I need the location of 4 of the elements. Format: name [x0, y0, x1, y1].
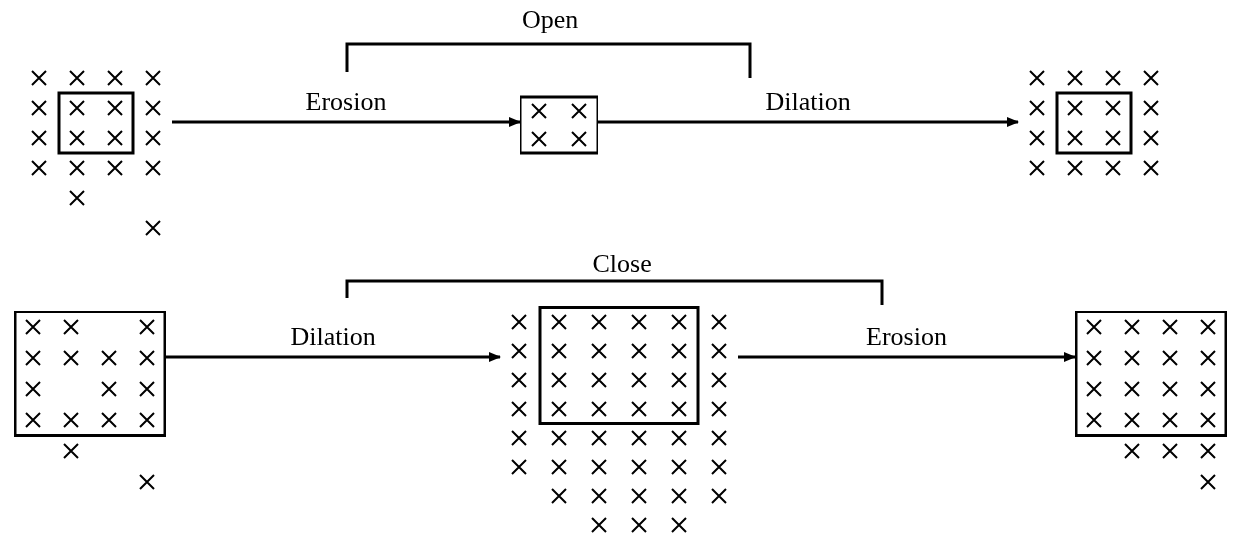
arrow: [738, 352, 1076, 362]
arrow: [598, 117, 1019, 127]
arrow: [172, 117, 521, 127]
arrow: [166, 352, 501, 362]
